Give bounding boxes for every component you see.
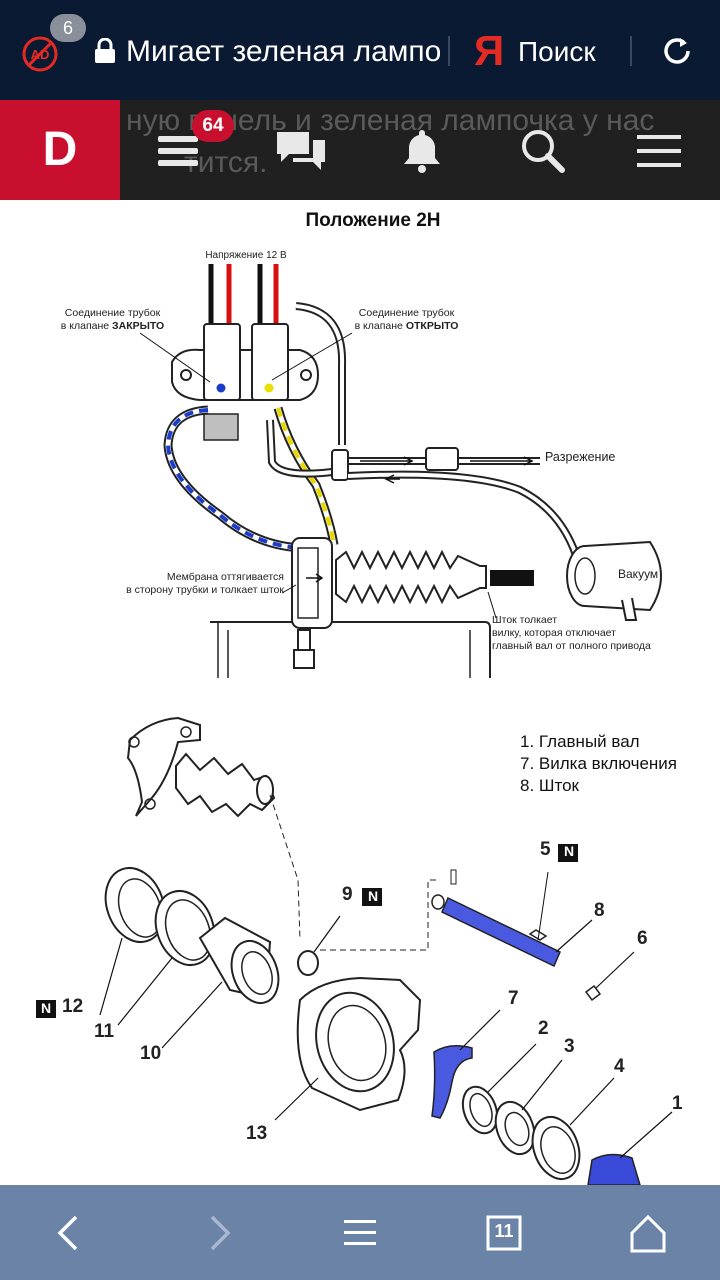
part-number-5: 5 [540, 839, 551, 860]
part-number-2: 2 [538, 1018, 549, 1039]
tabs-icon [486, 1215, 522, 1251]
n-marker: N [367, 888, 379, 904]
browser-top-bar: AD 6 Мигает зеленая лампочка Я Поиск [0, 0, 720, 100]
label-text: в клапане [354, 320, 406, 332]
bell-icon[interactable] [397, 126, 447, 176]
back-icon[interactable] [48, 1211, 92, 1255]
legend-item: 7. Вилка включения [520, 754, 678, 773]
adblock-count-badge: 6 [50, 14, 86, 42]
lock-icon [95, 38, 115, 63]
article-content: Положение 2H [0, 200, 720, 1185]
divider [630, 36, 632, 66]
voltage-label: Напряжение 12 В [205, 250, 287, 261]
vacuum-system-diagram [139, 264, 662, 678]
part-number-12: 12 [62, 996, 84, 1017]
messages-icon[interactable] [273, 126, 329, 176]
menu-icon[interactable] [635, 126, 685, 176]
adblock-icon[interactable]: AD [20, 34, 60, 74]
exploded-parts-diagram [36, 716, 673, 1185]
label-line: главный вал от полного привода [492, 640, 651, 652]
part-number-8: 8 [594, 900, 605, 921]
reload-icon[interactable] [660, 34, 694, 68]
label-text: в клапане [60, 320, 113, 332]
label-line: Шток толкает [492, 614, 558, 626]
tabs-button[interactable]: 11 [482, 1211, 526, 1255]
menu-icon[interactable] [338, 1211, 382, 1255]
rod-label: Шток толкает вилку, которая отключает гл… [492, 614, 672, 653]
search-icon[interactable] [518, 126, 568, 176]
n-marker: N [40, 1000, 52, 1016]
label-line: в сторону трубки и толкает шток [126, 584, 284, 596]
messages-badge: 64 [192, 110, 234, 142]
tabs-count: 11 [494, 1221, 514, 1241]
page-title[interactable]: Мигает зеленая лампочка [126, 35, 442, 68]
part-number-1: 1 [672, 1093, 683, 1114]
part-number-10: 10 [140, 1043, 162, 1064]
label-line: Соединение трубок [358, 307, 455, 319]
closed-connection-label: Соединение трубок в клапане ЗАКРЫТО [40, 307, 185, 333]
part-number-9: 9 [342, 884, 353, 905]
open-state-text: ОТКРЫТО [405, 320, 459, 332]
part-number-3: 3 [564, 1036, 575, 1057]
legend-item: 8. Шток [520, 776, 579, 795]
part-number-13: 13 [246, 1123, 268, 1144]
part-number-4: 4 [614, 1056, 625, 1077]
label-line: вилку, которая отключает [492, 627, 616, 639]
part-number-7: 7 [508, 988, 519, 1009]
closed-state-text: ЗАКРЫТО [112, 320, 165, 332]
label-line: Соединение трубок [64, 307, 161, 319]
browser-bottom-bar: 11 [0, 1185, 720, 1280]
search-button[interactable]: Поиск [518, 36, 596, 67]
label-line: Мембрана оттягивается [166, 571, 284, 583]
site-logo[interactable]: D [0, 100, 120, 200]
site-nav-bar: ную панель и зеленая лампочка у нас титс… [0, 100, 720, 200]
part-number-11: 11 [94, 1021, 115, 1042]
vacuum-tank-label: Вакуум [618, 567, 659, 581]
open-connection-label: Соединение трубок в клапане ОТКРЫТО [334, 307, 479, 333]
vacuum-supply-label: Разрежение [545, 450, 616, 464]
part-number-6: 6 [637, 928, 648, 949]
home-icon[interactable] [626, 1211, 670, 1255]
feed-icon[interactable] [155, 126, 205, 176]
divider [448, 36, 450, 66]
legend-item: 1. Главный вал [520, 732, 640, 751]
forward-icon[interactable] [196, 1211, 240, 1255]
membrane-label: Мембрана оттягивается в сторону трубки и… [124, 571, 284, 597]
yandex-logo[interactable]: Я [474, 27, 505, 74]
diagram-title: Положение 2H [305, 210, 441, 231]
n-marker: N [563, 843, 575, 859]
